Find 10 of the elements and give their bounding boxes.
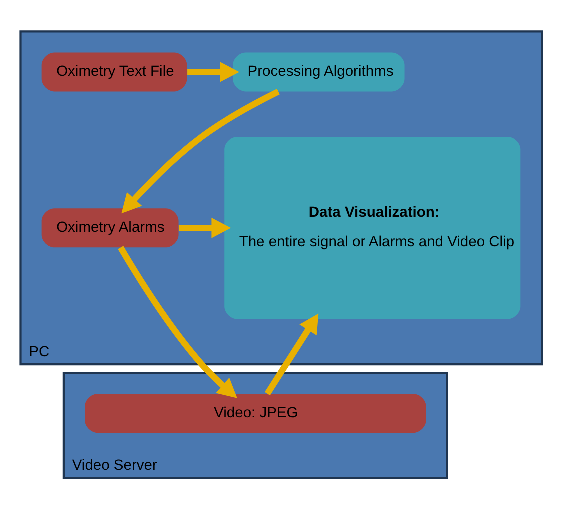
node-box: Data Visualization: The entire signal or Alarms and Video Clip <box>224 137 521 320</box>
node-box: Oximetry Text File <box>42 52 188 92</box>
arrow <box>178 218 232 238</box>
arrow <box>264 314 319 396</box>
node-box: Oximetry Alarms <box>42 208 179 248</box>
arrow <box>122 88 280 214</box>
arrow <box>188 62 240 82</box>
node-box: Video: JPEG <box>85 394 426 434</box>
node-box: Processing Algorithms <box>233 52 405 92</box>
arrow <box>118 246 238 398</box>
